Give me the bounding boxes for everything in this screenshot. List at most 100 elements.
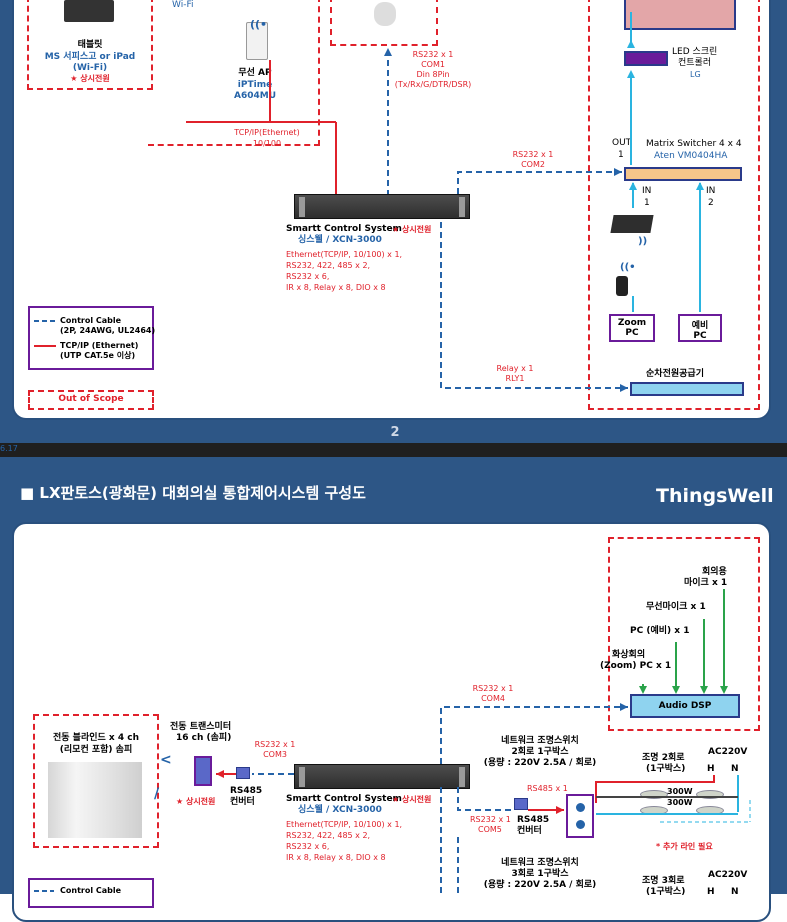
matrix-name: Matrix Switcher 4 x 4 <box>646 139 742 149</box>
zoom-mic-image <box>616 276 628 296</box>
oos-legend-box <box>28 390 154 410</box>
audio-dsp-box: Audio DSP <box>630 694 740 718</box>
page-number: 2 <box>390 425 400 440</box>
controller3-model: 싱스웰 / XCN-3000 <box>298 805 382 815</box>
rs485-x1: RS485 x 1 <box>527 784 568 793</box>
controller-spec4: IR x 8, Relay x 8, DIO x 8 <box>286 283 386 292</box>
oos-legend-label: Out of Scope <box>58 394 124 404</box>
display-box <box>588 0 760 410</box>
matrix-out: OUT <box>612 138 632 148</box>
watt2: 300W <box>667 798 693 807</box>
rs485-conv-l1: RS485 <box>230 786 263 796</box>
com2-l2: COM2 <box>521 160 545 169</box>
legend3-control: Control Cable <box>60 886 122 895</box>
controller3-spec4: IR x 8, Relay x 8, DIO x 8 <box>286 853 386 862</box>
hn-h: H <box>707 764 715 774</box>
ap-brand: iPTime <box>237 80 273 90</box>
controller-model: 싱스웰 / XCN-3000 <box>298 235 382 245</box>
com4-l2: COM4 <box>481 694 505 703</box>
led-controller-l1: LED 스크린 <box>672 47 718 57</box>
tablet-image <box>64 0 114 22</box>
tcpip-l1: TCP/IP(Ethernet) <box>234 128 300 137</box>
camera-rs232-l1: RS232 x 1 <box>412 50 454 59</box>
controller3-name: Smartt Control System <box>286 794 402 804</box>
add-line-note: * 추가 라인 필요 <box>656 842 713 851</box>
audio-box <box>608 537 760 731</box>
legend-tcp-spec: (UTP CAT.5e 이상) <box>60 351 136 360</box>
switch1-l2: 2회로 1구박스 <box>511 747 569 757</box>
ac220-2: AC220V <box>708 870 748 880</box>
light-switch-image <box>566 794 594 838</box>
led-controller-l3: LG <box>690 70 701 79</box>
light-fixture-2 <box>696 790 724 799</box>
switch2-l3: (용량 : 220V 2.5A / 회로) <box>483 880 597 890</box>
tcpip-l2: 10/100 <box>252 139 282 148</box>
zoom-signal-icon: )) <box>638 236 648 247</box>
ac220: AC220V <box>708 747 748 757</box>
ap-image <box>246 22 268 60</box>
matrix-in2: IN <box>706 186 716 196</box>
ap-model: A604MU <box>233 91 277 101</box>
legend-tcp: TCP/IP (Ethernet) <box>60 341 139 350</box>
controller-spec3: RS232 x 6, <box>286 272 330 281</box>
pc-zoom-l1: 화상회의 <box>612 650 646 660</box>
tablet-box <box>27 0 153 90</box>
blind-l2: (리모컨 포함) 솜피 <box>59 745 133 755</box>
controller3-power: ★ 상시전원 <box>392 795 432 804</box>
hn2-n: N <box>731 887 739 897</box>
zoom-pc-box: Zoom PC <box>609 314 655 342</box>
page-ref: 6.17 <box>0 444 18 453</box>
slide-3-connections <box>34 589 751 894</box>
com5-l1: RS232 x 1 <box>470 815 511 824</box>
controller-power: ★ 상시전원 <box>392 225 432 234</box>
switch-button-2 <box>576 820 585 829</box>
legend-control-spec: (2P, 24AWG, UL2464) <box>60 326 156 335</box>
com4-l1: RS232 x 1 <box>472 684 514 693</box>
switch2-l2: 3회로 1구박스 <box>511 869 569 879</box>
transmitter-power: ★ 상시전원 <box>176 797 216 806</box>
spare-pc-l2: PC <box>693 331 707 341</box>
ap-name: 무선 AP <box>238 68 272 78</box>
matrix-model: Aten VM0404HA <box>654 151 728 161</box>
transmitter-l1: 전동 트랜스미터 <box>170 722 232 732</box>
light3-l1: 조명 3회로 <box>642 876 685 886</box>
brand-logo: ThingsWell <box>656 485 774 507</box>
controller3-spec1: Ethernet(TCP/IP, 10/100) x 1, <box>286 820 403 829</box>
light3-l2: (1구박스) <box>646 887 686 897</box>
light2-l1: 조명 2회로 <box>642 753 685 763</box>
switch-button-1 <box>576 803 585 812</box>
mic-conf-l1: 회의용 <box>702 567 727 577</box>
rs485-conv2-l1: RS485 <box>517 815 550 825</box>
zoom-pc-l1: Zoom <box>617 318 647 328</box>
spare-pc-box: 예비 PC <box>678 314 722 342</box>
hn-n: N <box>731 764 739 774</box>
slide-3-frame <box>12 522 771 922</box>
led-controller-image <box>624 51 668 66</box>
ap-signal-icon: ((• <box>250 18 268 31</box>
slide-title: ■ LX판토스(광화문) 대회의실 통합제어시스템 구성도 <box>20 484 366 502</box>
rs485-conv2-image <box>514 798 528 810</box>
tablet-label: 태블릿 <box>77 40 103 50</box>
tablet-wifi: (Wi-Fi) <box>72 63 108 73</box>
controller-spec2: RS232, 422, 485 x 2, <box>286 261 371 270</box>
hn2-h: H <box>707 887 715 897</box>
switch1-l1: 네트워크 조명스위치 <box>501 736 579 746</box>
rs485-conv-l2: 컨버터 <box>230 797 255 807</box>
rs485-conv2-l2: 컨버터 <box>517 826 542 836</box>
transmitter-signal2-icon: / <box>154 786 160 802</box>
controller-image <box>294 194 470 219</box>
rs485-conv-image <box>236 767 250 779</box>
relay-l1: Relay x 1 <box>496 364 534 373</box>
sequencer-image <box>630 382 744 396</box>
controller3-spec3: RS232 x 6, <box>286 842 330 851</box>
legend-box <box>28 306 154 370</box>
controller3-image <box>294 764 470 789</box>
controller-spec1: Ethernet(TCP/IP, 10/100) x 1, <box>286 250 403 259</box>
matrix-out-n: 1 <box>618 150 624 160</box>
zoom-pc-l2: PC <box>625 328 639 338</box>
led-controller-l2: 컨트롤러 <box>678 58 712 68</box>
sequencer-label: 순차전원공급기 <box>646 369 704 379</box>
light-fixture-1 <box>640 790 668 799</box>
switch2-l1: 네트워크 조명스위치 <box>501 858 579 868</box>
controller3-spec2: RS232, 422, 485 x 2, <box>286 831 371 840</box>
